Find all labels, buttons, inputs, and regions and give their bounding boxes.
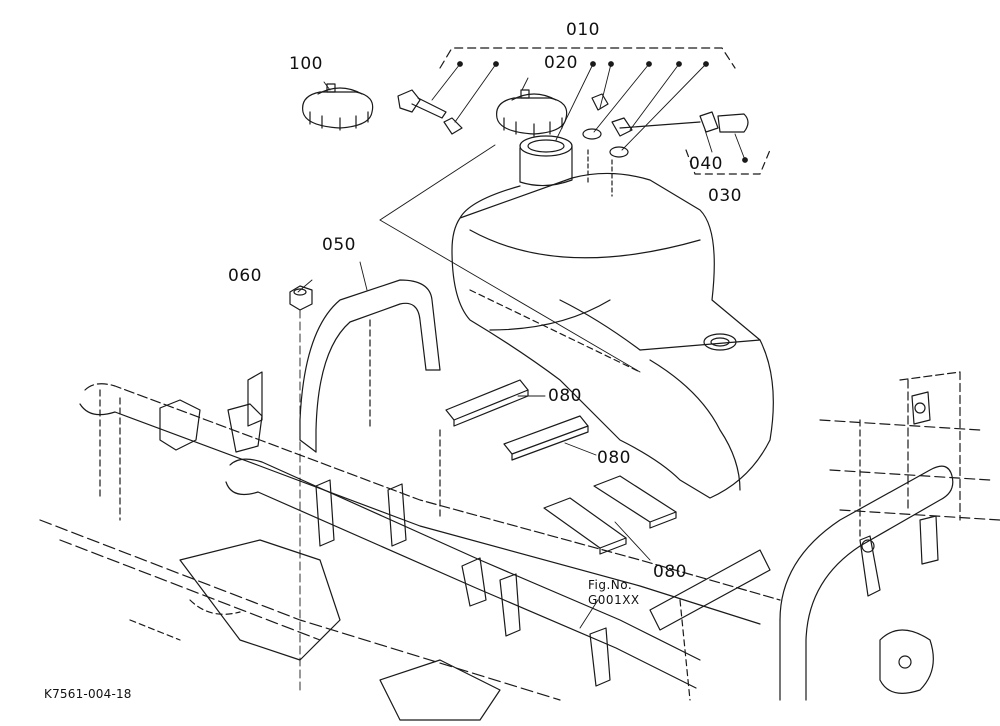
figure-ref-line2: G001XX: [588, 593, 640, 607]
right-frame: [779, 371, 1000, 701]
leader-dots: [457, 61, 748, 163]
drawing-id: K7561-004-18: [44, 687, 132, 701]
label-050: 050: [322, 235, 356, 255]
label-030: 030: [708, 186, 742, 206]
label-010: 010: [566, 20, 600, 40]
label-040: 040: [689, 154, 723, 174]
fuel-cap-100: [302, 83, 374, 131]
bracket-030: [685, 149, 771, 175]
leader-lines: [297, 63, 746, 691]
pads-080: [445, 379, 677, 555]
label-100: 100: [289, 54, 323, 74]
label-060: 060: [228, 266, 262, 286]
label-080-bottom: 080: [653, 562, 687, 582]
label-020: 020: [544, 53, 578, 73]
fuel-cap-020: [496, 89, 568, 137]
figure-ref-line1: Fig.No.: [588, 578, 633, 592]
fittings: [397, 89, 749, 197]
label-080-middle: 080: [597, 448, 631, 468]
tank-bracket-050: [299, 279, 441, 453]
bracket-010: [439, 47, 736, 69]
label-080-top: 080: [548, 386, 582, 406]
vehicle-frame: [39, 371, 781, 721]
fuel-tank: [451, 135, 774, 499]
hidden-lines: [369, 289, 861, 541]
nut-060: [289, 285, 313, 311]
